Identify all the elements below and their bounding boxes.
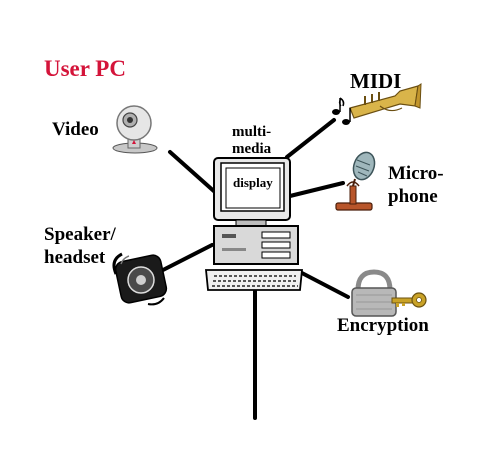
connector-lines bbox=[161, 118, 350, 420]
microphone-label: Micro- phone bbox=[388, 163, 444, 209]
diagram-title: User PC bbox=[44, 56, 126, 81]
pc-icon bbox=[205, 157, 303, 291]
midi-label: MIDI bbox=[350, 69, 402, 93]
multimedia-label-line2: media bbox=[232, 141, 272, 158]
padlock-key-icon bbox=[351, 269, 427, 317]
line-video bbox=[168, 150, 218, 195]
headset-speaker-icon bbox=[112, 252, 168, 306]
encryption-label: Encryption bbox=[337, 315, 429, 336]
microphone-label-line2: phone bbox=[388, 185, 438, 207]
line-microphone bbox=[288, 181, 345, 198]
multimedia-label: multi- media bbox=[232, 124, 271, 159]
microphone-label-line1: Micro- bbox=[388, 163, 444, 184]
line-encryption bbox=[298, 270, 350, 299]
speaker-headset-label: Speaker/ headset bbox=[44, 224, 116, 270]
speaker-label-line1: Speaker/ bbox=[44, 224, 116, 245]
speaker-label-line2: headset bbox=[44, 246, 106, 268]
display-label: display bbox=[233, 175, 273, 190]
line-midi bbox=[285, 118, 336, 159]
multimedia-label-line1: multi- bbox=[232, 124, 272, 140]
webcam-icon bbox=[112, 105, 158, 154]
trumpet-icon bbox=[332, 83, 422, 125]
microphone-icon bbox=[335, 151, 376, 211]
line-speaker bbox=[161, 243, 214, 272]
video-label: Video bbox=[52, 119, 99, 140]
